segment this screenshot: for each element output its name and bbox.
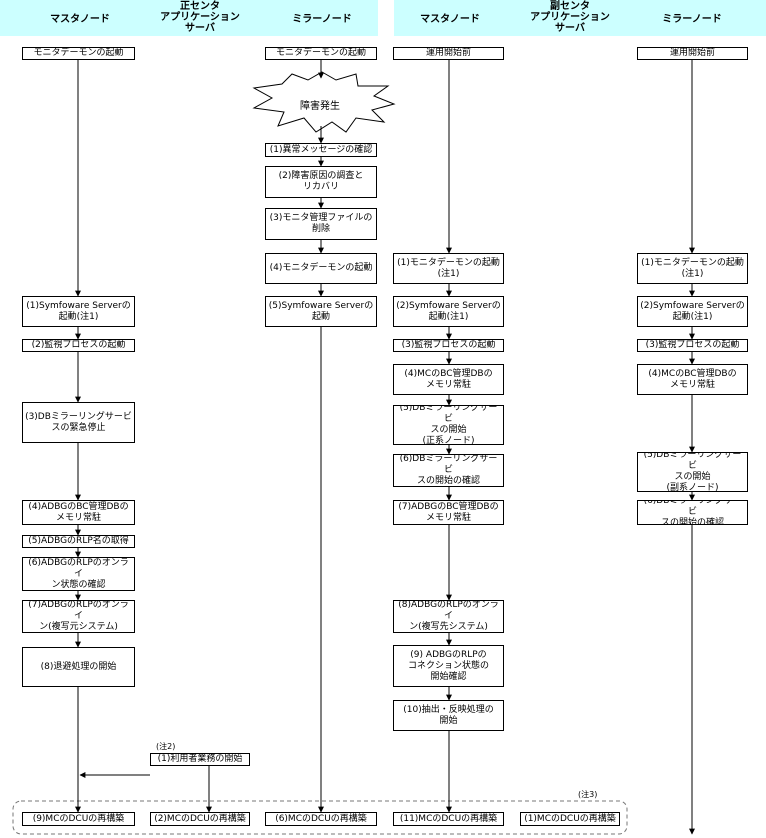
p-mirror-box-0: モニタデーモンの起動 (265, 47, 377, 60)
header-primary-center (0, 0, 378, 36)
s-mirror-box-2: (2)Symfoware Serverの 起動(注1) (637, 296, 748, 327)
header-primary-app: 正センタ アプリケーション サーバ (160, 1, 240, 34)
s-app-box-0: (1)MCのDCUの再構築 (520, 812, 620, 826)
s-mirror-box-6: (6)DBミラーリングサービ スの開始の確認 (637, 500, 748, 525)
p-mirror-box-6: (6)MCのDCUの再構築 (265, 812, 377, 826)
p-master-box-6: (6)ADBGのRLPのオンライ ン状態の確認 (22, 557, 135, 591)
header-secondary-center (394, 0, 766, 36)
s-master-box-4: (4)MCのBC管理DBの メモリ常駐 (393, 364, 504, 395)
p-master-box-4: (4)ADBGのBC管理DBの メモリ常駐 (22, 500, 135, 525)
p-app-box-1: (2)MCのDCUの再構築 (150, 812, 250, 826)
s-master-box-5: (5)DBミラーリングサービ スの開始 (正系ノード) (393, 405, 504, 445)
p-master-box-5: (5)ADBGのRLP名の取得 (22, 535, 135, 548)
s-master-box-3: (3)監視プロセスの起動 (393, 339, 504, 352)
header-secondary-mirror: ミラーノード (662, 14, 722, 25)
s-mirror-box-5: (5)DBミラーリングサービ スの開始 (副系ノード) (637, 452, 748, 492)
p-master-box-0: モニタデーモンの起動 (22, 47, 135, 60)
note-2-label: (注2) (156, 742, 176, 751)
failure-burst-shape (252, 71, 396, 133)
p-app-box-0: (1)利用者業務の開始 (150, 753, 250, 766)
s-mirror-box-3: (3)監視プロセスの起動 (637, 339, 748, 352)
p-mirror-box-4: (4)モニタデーモンの起動 (265, 253, 377, 284)
header-secondary-master: マスタノード (420, 14, 480, 25)
s-master-box-7: (7)ADBGのBC管理DBの メモリ常駐 (393, 500, 504, 525)
p-master-box-8: (8)退避処理の開始 (22, 647, 135, 687)
p-mirror-box-1: (1)異常メッセージの確認 (265, 143, 377, 157)
s-master-box-2: (2)Symfoware Serverの 起動(注1) (393, 296, 504, 327)
p-master-box-2: (2)監視プロセスの起動 (22, 339, 135, 352)
p-master-box-9: (9)MCのDCUの再構築 (22, 812, 135, 826)
p-mirror-box-3: (3)モニタ管理ファイルの 削除 (265, 208, 377, 240)
failure-burst-label: 障害発生 (300, 101, 340, 112)
note-3-label: (注3) (578, 790, 598, 799)
p-master-box-1: (1)Symfoware Serverの 起動(注1) (22, 296, 135, 327)
final-rebuild-group (12, 800, 628, 835)
p-master-box-7: (7)ADBGのRLPのオンライ ン(複写元システム) (22, 600, 135, 633)
s-master-box-10: (10)抽出・反映処理の 開始 (393, 700, 504, 731)
p-master-box-3: (3)DBミラーリングサービ スの緊急停止 (22, 402, 135, 443)
s-master-box-11: (11)MCのDCUの再構築 (393, 812, 504, 826)
header-secondary-app: 副センタ アプリケーション サーバ (530, 1, 610, 34)
p-mirror-box-5: (5)Symfoware Serverの 起動 (265, 296, 377, 327)
s-master-box-0: 運用開始前 (393, 47, 504, 60)
s-master-box-6: (6)DBミラーリングサービ スの開始の確認 (393, 454, 504, 487)
s-mirror-box-4: (4)MCのBC管理DBの メモリ常駐 (637, 364, 748, 395)
s-master-box-8: (8)ADBGのRLPのオンライ ン(複写先システム) (393, 600, 504, 633)
header-primary-master: マスタノード (50, 14, 110, 25)
s-mirror-box-0: 運用開始前 (637, 47, 748, 60)
p-mirror-box-2: (2)障害原因の調査と リカバリ (265, 166, 377, 198)
s-master-box-9: (9) ADBGのRLPの コネクション状態の 開始確認 (393, 645, 504, 687)
s-mirror-box-1: (1)モニタデーモンの起動 (注1) (637, 253, 748, 284)
s-master-box-1: (1)モニタデーモンの起動 (注1) (393, 253, 504, 284)
header-primary-mirror: ミラーノード (292, 14, 352, 25)
